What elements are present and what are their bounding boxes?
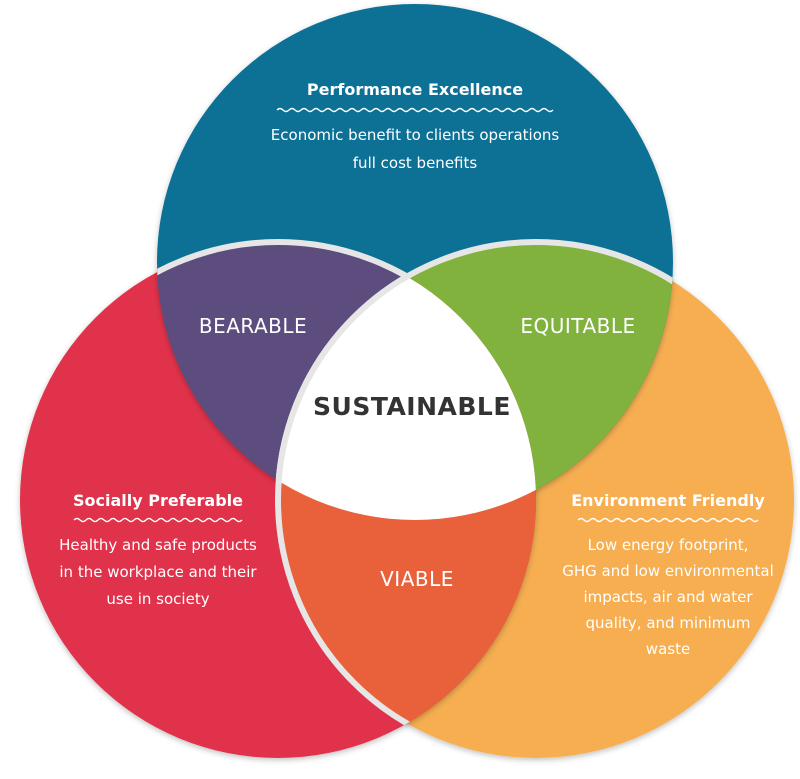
left-wavy-divider xyxy=(73,517,243,523)
right-circle-line-3: impacts, air and water xyxy=(584,588,754,606)
equitable-label: EQUITABLE xyxy=(520,314,635,338)
bearable-label: BEARABLE xyxy=(199,314,307,338)
left-circle-title: Socially Preferable xyxy=(73,491,243,510)
right-wavy-divider xyxy=(577,517,759,523)
right-circle-title: Environment Friendly xyxy=(571,491,765,510)
top-circle-line-2: full cost benefits xyxy=(353,154,478,172)
left-circle-line-3: use in society xyxy=(106,590,209,608)
top-circle-line-1: Economic benefit to clients operations xyxy=(271,126,560,144)
viable-label: VIABLE xyxy=(380,567,454,591)
left-circle-line-2: in the workplace and their xyxy=(59,563,257,581)
sustainable-label: SUSTAINABLE xyxy=(313,392,511,421)
top-wavy-divider xyxy=(276,107,554,113)
right-circle-line-1: Low energy footprint, xyxy=(588,536,749,554)
top-circle-title: Performance Excellence xyxy=(307,80,523,99)
right-circle-line-4: quality, and minimum xyxy=(585,614,750,632)
right-circle-line-2: GHG and low environmental xyxy=(562,562,774,580)
right-circle-line-5: waste xyxy=(646,640,690,658)
left-circle-line-1: Healthy and safe products xyxy=(59,536,257,554)
